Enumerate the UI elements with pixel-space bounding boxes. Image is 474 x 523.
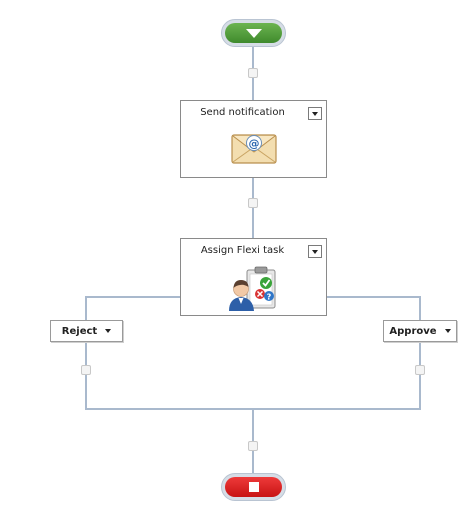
connector-branch-approve — [327, 296, 421, 320]
action-send-notification[interactable]: Send notification @ — [180, 100, 327, 178]
branch-approve[interactable]: Approve — [383, 320, 457, 342]
workflow-end[interactable] — [221, 473, 286, 501]
connector-handle[interactable] — [248, 198, 258, 208]
action-assign-flexi-task[interactable]: Assign Flexi task ? — [180, 238, 327, 316]
branch-label: Reject — [61, 325, 98, 337]
connector-handle[interactable] — [248, 68, 258, 78]
flexi-task-clipboard-icon: ? — [228, 264, 280, 316]
action-title: Send notification — [200, 107, 285, 118]
action-title: Assign Flexi task — [200, 245, 285, 256]
chevron-down-icon — [444, 329, 451, 333]
start-triangle-icon — [245, 28, 262, 38]
action-menu-dropdown[interactable] — [308, 245, 322, 258]
chevron-down-icon — [312, 111, 318, 116]
connector-handle[interactable] — [415, 365, 425, 375]
svg-text:?: ? — [266, 293, 271, 302]
svg-text:@: @ — [248, 137, 259, 150]
chevron-down-icon — [312, 249, 318, 254]
email-envelope-icon: @ — [230, 132, 277, 168]
connector-branch-reject — [85, 296, 180, 320]
connector-handle[interactable] — [81, 365, 91, 375]
branch-reject[interactable]: Reject — [50, 320, 123, 342]
branch-label: Approve — [389, 325, 437, 337]
connector-handle[interactable] — [248, 441, 258, 451]
workflow-start[interactable] — [221, 19, 286, 47]
stop-square-icon — [248, 482, 259, 492]
chevron-down-icon — [105, 329, 112, 333]
action-menu-dropdown[interactable] — [308, 107, 322, 120]
